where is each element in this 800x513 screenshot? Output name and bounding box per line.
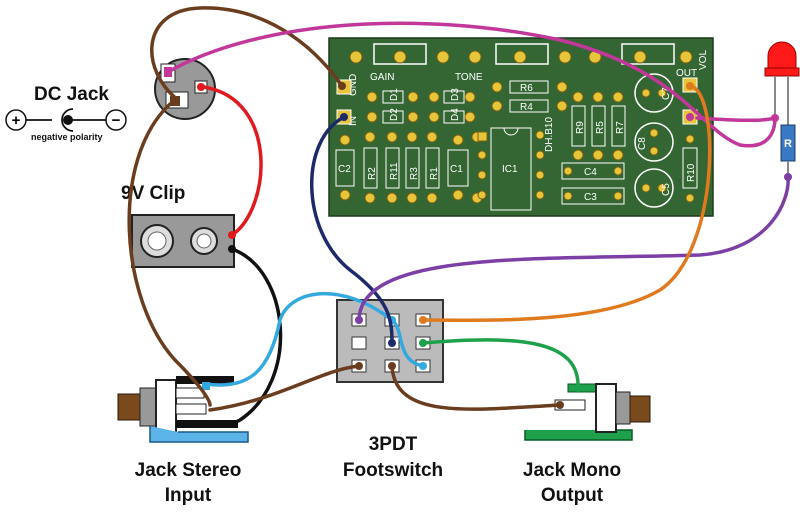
plus-sign: + — [12, 112, 21, 129]
c8-label: C8 — [637, 137, 648, 150]
out-label: OUT — [676, 68, 697, 79]
gnd-label: GND — [348, 74, 359, 96]
wire-orange — [421, 84, 712, 322]
r1-label: R1 — [429, 167, 440, 180]
wire-red — [202, 85, 263, 237]
led-resistor: R — [780, 112, 796, 177]
wire-magenta-led — [166, 21, 777, 148]
r5-label: R5 — [595, 121, 606, 134]
c5-label: C5 — [661, 183, 672, 196]
wires — [127, 6, 790, 427]
r11-label: R11 — [389, 162, 400, 180]
r7-label: R7 — [615, 121, 626, 134]
wire-brown-gnd — [150, 6, 344, 102]
r6-label: R6 — [520, 83, 533, 94]
d4-label: D4 — [450, 108, 461, 121]
pcb-board: GAIN TONE VOL OUT GND IN DH.B10 D1 D2 D3… — [328, 37, 714, 217]
wire-brown-fs-mono — [390, 364, 562, 411]
mono-output-jack — [524, 383, 651, 441]
terminal-dots — [338, 82, 792, 409]
mono-jack-label-line1: Jack Mono — [523, 460, 621, 481]
r4-label: R4 — [520, 102, 533, 113]
wire-navy — [310, 115, 394, 345]
wire-skyblue — [204, 291, 394, 387]
tone-label: TONE — [455, 72, 483, 83]
stereo-input-jack — [117, 376, 249, 443]
dc-jack-label: DC Jack — [34, 84, 109, 105]
wire-brown-dc-stereo — [127, 102, 212, 407]
footswitch-label-line1: 3PDT — [369, 434, 418, 455]
polarity-symbol: + − — [5, 108, 127, 132]
wire-black — [208, 247, 283, 427]
c1-label: C1 — [450, 164, 463, 175]
in-label: IN — [348, 116, 359, 126]
dh-label: DH.B10 — [544, 117, 555, 152]
led-resistor-label: R — [784, 138, 792, 150]
wire-skyblue-2 — [390, 318, 425, 368]
negative-polarity-label: negative polarity — [31, 132, 103, 142]
r10-label: R10 — [686, 163, 697, 182]
stereo-jack-label-line2: Input — [165, 485, 212, 506]
wire-purple — [357, 175, 790, 322]
c7-label: C7 — [661, 87, 672, 100]
d2-label: D2 — [389, 108, 400, 121]
wire-green — [421, 338, 580, 390]
d3-label: D3 — [450, 88, 461, 101]
d1-label: D1 — [389, 88, 400, 101]
c2-label: C2 — [338, 164, 351, 175]
c3-label: C3 — [584, 192, 597, 203]
nine-v-clip-label: 9V Clip — [121, 183, 185, 204]
minus-sign: − — [112, 112, 121, 129]
nine-v-clip — [131, 214, 236, 268]
c4-label: C4 — [584, 167, 597, 178]
footswitch-label-line2: Footswitch — [343, 460, 443, 481]
ic1-label: IC1 — [502, 164, 518, 175]
gain-label: GAIN — [370, 72, 394, 83]
vol-label: VOL — [698, 50, 709, 70]
r9-label: R9 — [575, 121, 586, 134]
r2-label: R2 — [367, 167, 378, 180]
r3-label: R3 — [409, 167, 420, 180]
led — [764, 41, 800, 120]
wire-brown-stereo-fs — [208, 364, 361, 412]
mono-jack-label-line2: Output — [541, 485, 604, 506]
stereo-jack-label-line1: Jack Stereo — [135, 460, 242, 481]
